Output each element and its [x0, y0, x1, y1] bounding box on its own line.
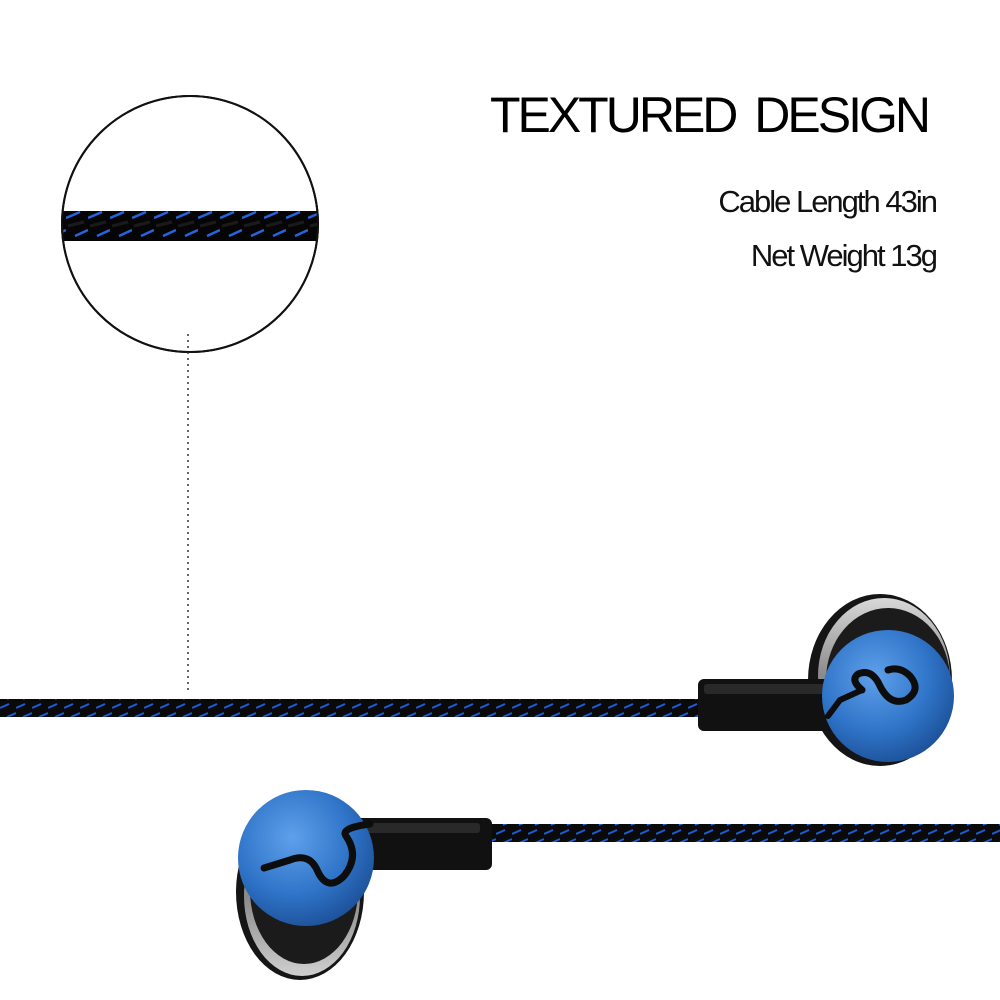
- lower-cable: [486, 824, 1000, 842]
- upper-cable: [0, 699, 702, 717]
- right-earbud-icon: [698, 594, 954, 766]
- magnifier-circle-icon: [61, 95, 319, 353]
- spec-cable-length: Cable Length 43in: [718, 184, 938, 219]
- heading: TEXTURED DESIGN: [489, 87, 931, 143]
- left-earbud-icon: [236, 790, 492, 980]
- spec-net-weight: Net Weight 13g: [750, 238, 938, 273]
